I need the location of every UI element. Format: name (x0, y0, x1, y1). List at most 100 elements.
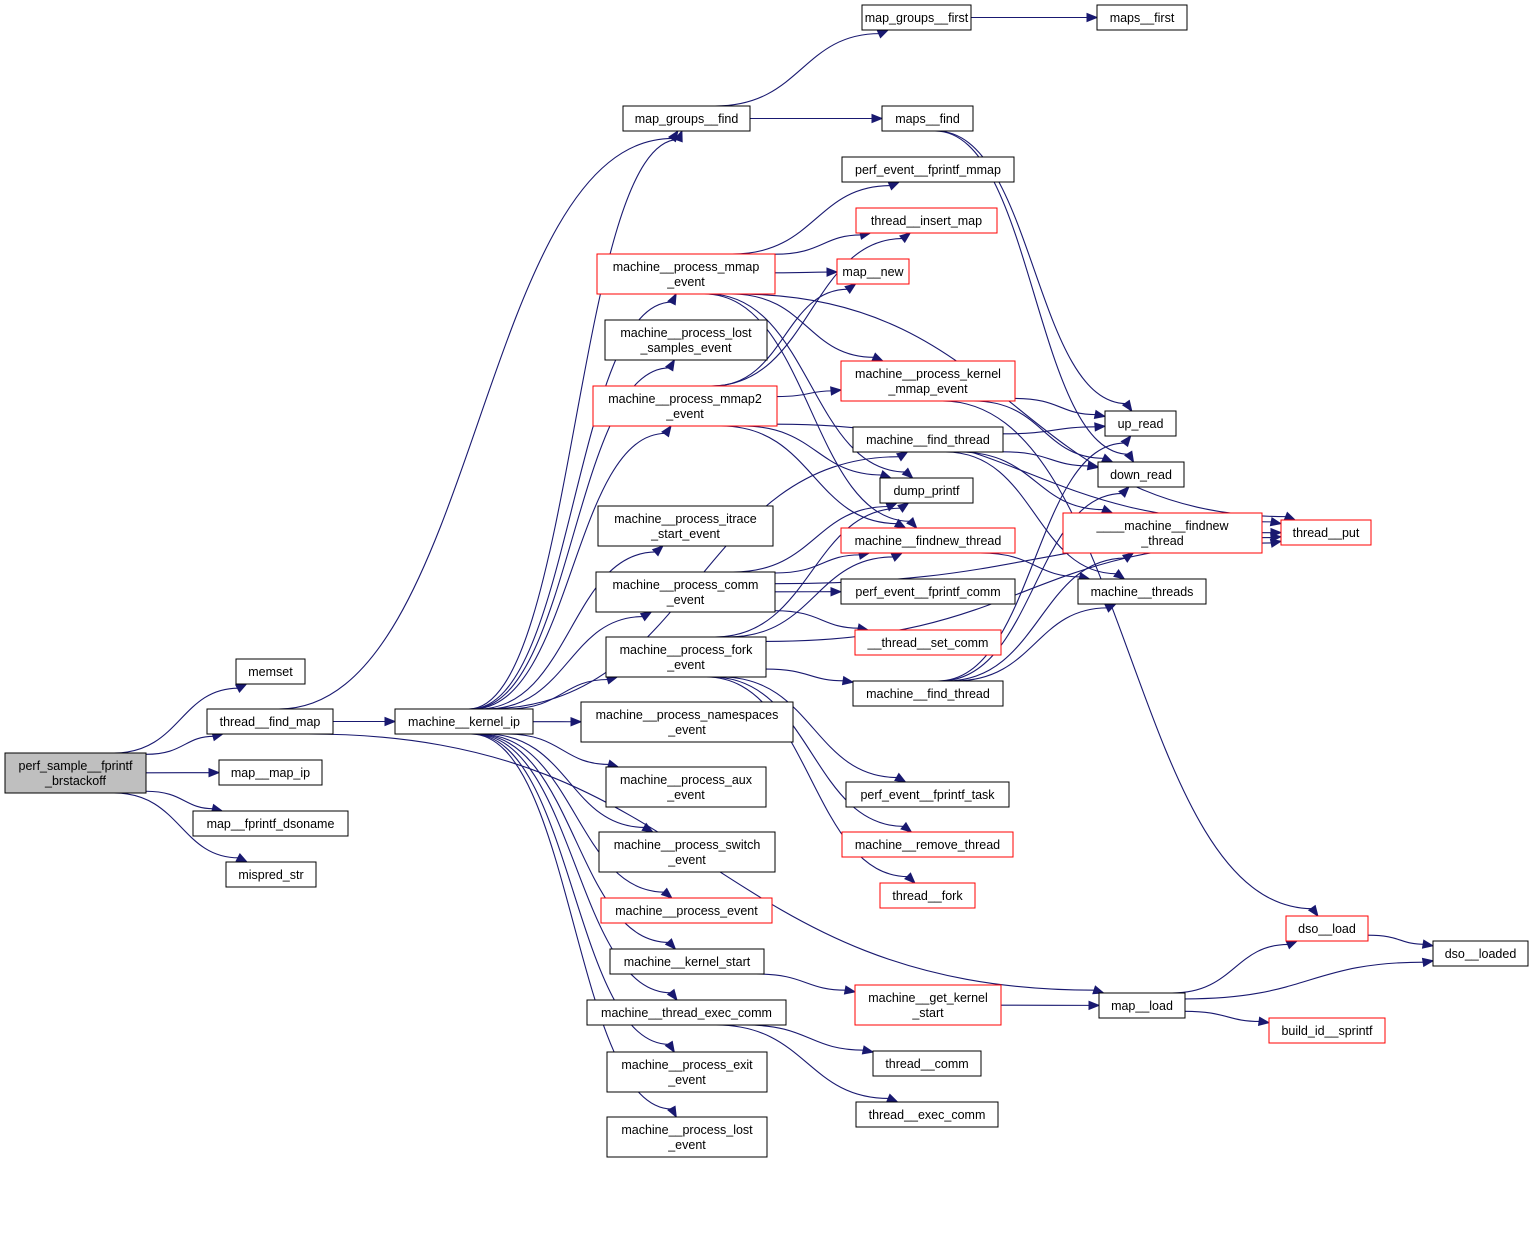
node-machine-find-thread-b[interactable]: machine__find_thread (852, 680, 1004, 707)
node-root[interactable]: perf_sample__fprintf_brstackoff (4, 752, 147, 794)
node-box[interactable] (235, 658, 306, 685)
node-mp-namespaces[interactable]: machine__process_namespaces_event (580, 701, 794, 743)
node-box[interactable] (600, 897, 773, 924)
node-box[interactable] (586, 999, 787, 1026)
node-box[interactable] (622, 105, 751, 132)
node-box[interactable] (881, 105, 974, 132)
node-box[interactable] (841, 156, 1015, 183)
node-thread-fork[interactable]: thread__fork (879, 882, 976, 909)
node-box[interactable] (1285, 915, 1369, 942)
node-mp-mmap2-event[interactable]: machine__process_mmap2_event (592, 385, 778, 427)
node-box[interactable] (855, 207, 998, 234)
node-box[interactable] (598, 831, 776, 873)
node-machine-threads[interactable]: machine__threads (1077, 578, 1207, 605)
node-box[interactable] (852, 680, 1004, 707)
node-box[interactable] (605, 766, 767, 808)
node-mp-event[interactable]: machine__process_event (600, 897, 773, 924)
node-box[interactable] (836, 258, 910, 285)
node-map-groups-first[interactable]: map_groups__first (861, 4, 972, 31)
node-box[interactable] (854, 629, 1002, 656)
node-box[interactable] (1097, 461, 1185, 488)
node-box[interactable] (1104, 410, 1177, 437)
node-box[interactable] (1268, 1017, 1386, 1044)
node-box[interactable] (206, 708, 334, 735)
node-build-id-sprintf[interactable]: build_id__sprintf (1268, 1017, 1386, 1044)
node-thread-put[interactable]: thread__put (1280, 519, 1372, 546)
node-mp-itrace[interactable]: machine__process_itrace_start_event (597, 505, 774, 547)
node-box[interactable] (609, 948, 765, 975)
node-map-groups-find[interactable]: map_groups__find (622, 105, 751, 132)
node-mp-comm-event[interactable]: machine__process_comm_event (595, 571, 776, 613)
node-down-read[interactable]: down_read (1097, 461, 1185, 488)
node-box[interactable] (840, 360, 1016, 402)
node-thread-set-comm[interactable]: __thread__set_comm (854, 629, 1002, 656)
node-box[interactable] (1077, 578, 1207, 605)
node-thread-find-map[interactable]: thread__find_map (206, 708, 334, 735)
node-machine-find-thread-a[interactable]: machine__find_thread (852, 426, 1004, 453)
node-dso-load[interactable]: dso__load (1285, 915, 1369, 942)
node-mp-exit[interactable]: machine__process_exit_event (606, 1051, 768, 1093)
node-maps-find[interactable]: maps__find (881, 105, 974, 132)
node-box[interactable] (597, 505, 774, 547)
node-mispred-str[interactable]: mispred_str (225, 861, 317, 888)
node-box[interactable] (580, 701, 794, 743)
node-box[interactable] (1098, 992, 1186, 1019)
node-box[interactable] (861, 4, 972, 31)
node-box[interactable] (225, 861, 317, 888)
node-box[interactable] (855, 1101, 999, 1128)
node-thread-exec-comm[interactable]: thread__exec_comm (855, 1101, 999, 1128)
node-map-new[interactable]: map__new (836, 258, 910, 285)
node-box[interactable] (604, 319, 768, 361)
node-mp-lost[interactable]: machine__process_lost_event (606, 1116, 768, 1158)
node-map-map-ip[interactable]: map__map_ip (218, 759, 323, 786)
node-box[interactable] (605, 636, 767, 678)
node-dso-loaded[interactable]: dso__loaded (1432, 940, 1529, 967)
node-box[interactable] (852, 426, 1004, 453)
node-machine-remove-thread[interactable]: machine__remove_thread (841, 831, 1014, 858)
node-thread-insert-map[interactable]: thread__insert_map (855, 207, 998, 234)
node-box[interactable] (840, 578, 1016, 605)
node-box[interactable] (1280, 519, 1372, 546)
node-machine-findnew-thread[interactable]: machine__findnew_thread (840, 527, 1016, 554)
node-up-read[interactable]: up_read (1104, 410, 1177, 437)
node-thread-comm[interactable]: thread__comm (872, 1050, 982, 1077)
node-machine-kernel-start[interactable]: machine__kernel_start (609, 948, 765, 975)
node-maps-first[interactable]: maps__first (1096, 4, 1188, 31)
node-box[interactable] (595, 571, 776, 613)
node-mp-lost-samples[interactable]: machine__process_lost_samples_event (604, 319, 768, 361)
node-box[interactable] (1432, 940, 1529, 967)
node-map-fprintf-dsoname[interactable]: map__fprintf_dsoname (192, 810, 349, 837)
node-mp-aux[interactable]: machine__process_aux_event (605, 766, 767, 808)
node-box[interactable] (840, 527, 1016, 554)
node-box[interactable] (1062, 512, 1263, 554)
node-box[interactable] (879, 477, 974, 504)
node-box[interactable] (845, 781, 1010, 808)
node-machine-kernel-ip[interactable]: machine__kernel_ip (394, 708, 534, 735)
node-machine-get-kernel-start[interactable]: machine__get_kernel_start (854, 984, 1002, 1026)
node-mp-kernel-mmap[interactable]: machine__process_kernel_mmap_event (840, 360, 1016, 402)
node---machine-findnew-thread[interactable]: ____machine__findnew_thread (1062, 512, 1263, 554)
node-mp-mmap-event[interactable]: machine__process_mmap_event (596, 253, 776, 295)
node-box[interactable] (879, 882, 976, 909)
node-box[interactable] (606, 1116, 768, 1158)
node-box[interactable] (606, 1051, 768, 1093)
node-mp-switch[interactable]: machine__process_switch_event (598, 831, 776, 873)
node-box[interactable] (596, 253, 776, 295)
node-perf-event-fprintf-mmap[interactable]: perf_event__fprintf_mmap (841, 156, 1015, 183)
node-memset[interactable]: memset (235, 658, 306, 685)
node-perf-event-fprintf-task[interactable]: perf_event__fprintf_task (845, 781, 1010, 808)
node-box[interactable] (841, 831, 1014, 858)
node-dump-printf[interactable]: dump_printf (879, 477, 974, 504)
node-box[interactable] (394, 708, 534, 735)
node-perf-event-fprintf-comm[interactable]: perf_event__fprintf_comm (840, 578, 1016, 605)
node-box[interactable] (1096, 4, 1188, 31)
node-map-load[interactable]: map__load (1098, 992, 1186, 1019)
node-box[interactable] (218, 759, 323, 786)
node-machine-thread-exec-comm[interactable]: machine__thread_exec_comm (586, 999, 787, 1026)
node-box[interactable] (854, 984, 1002, 1026)
node-box[interactable] (592, 385, 778, 427)
node-box[interactable] (4, 752, 147, 794)
node-mp-fork-event[interactable]: machine__process_fork_event (605, 636, 767, 678)
node-box[interactable] (192, 810, 349, 837)
node-box[interactable] (872, 1050, 982, 1077)
